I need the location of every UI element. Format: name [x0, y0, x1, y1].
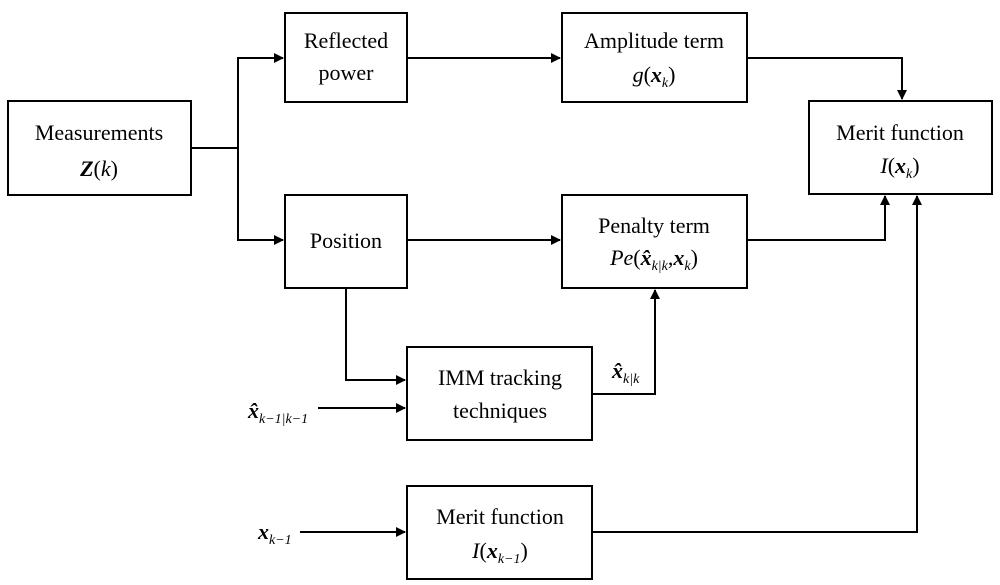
- measurements-block: Measurements Z(k): [7, 100, 192, 196]
- imm-tracking-label-line2: techniques: [453, 398, 547, 423]
- merit-function-bottom-label: Merit function: [436, 504, 564, 529]
- reflected-power-label-line2: power: [319, 60, 375, 85]
- x-hat-kk-signal-label: x̂k|k: [611, 358, 640, 387]
- connector-to-reflected-power: [237, 53, 284, 148]
- connector-imm-to-penalty: [592, 289, 660, 395]
- reflected-power-block: Reflected power: [284, 12, 408, 103]
- amplitude-term-formula: g(xk): [633, 62, 676, 91]
- merit-function-top-formula: I(xk): [879, 153, 919, 182]
- amplitude-term-label: Amplitude term: [584, 28, 724, 53]
- position-block: Position: [284, 194, 408, 289]
- merit-function-top-block: Merit function I(xk): [808, 100, 993, 195]
- connector-merit-bottom-to-merit-top: [592, 195, 922, 533]
- connector-position-to-imm: [345, 288, 406, 385]
- measurements-label: Measurements: [35, 120, 163, 145]
- x-prev-input-label: xk−1: [257, 519, 292, 548]
- measurements-symbol: Z(k): [79, 156, 118, 181]
- penalty-term-block: Penalty term Pe(x̂k|k,xk): [561, 194, 748, 289]
- amplitude-term-block: Amplitude term g(xk): [561, 12, 748, 103]
- merit-function-bottom-formula: I(xk−1): [471, 538, 528, 567]
- connectors: [191, 53, 922, 537]
- position-label: Position: [310, 228, 382, 253]
- merit-function-top-label: Merit function: [836, 120, 964, 145]
- connector-to-position: [237, 148, 284, 245]
- imm-tracking-block: IMM tracking techniques: [406, 346, 593, 441]
- connector-penalty-to-merit: [747, 195, 890, 241]
- penalty-term-label: Penalty term: [598, 213, 710, 238]
- x-hat-prev-input-label: x̂k−1|k−1: [247, 398, 308, 427]
- penalty-term-formula: Pe(x̂k|k,xk): [609, 245, 698, 274]
- merit-function-bottom-block: Merit function I(xk−1): [406, 485, 593, 580]
- reflected-power-label-line1: Reflected: [304, 28, 388, 53]
- connector-amplitude-to-merit: [747, 57, 907, 100]
- imm-tracking-label-line1: IMM tracking: [438, 365, 562, 390]
